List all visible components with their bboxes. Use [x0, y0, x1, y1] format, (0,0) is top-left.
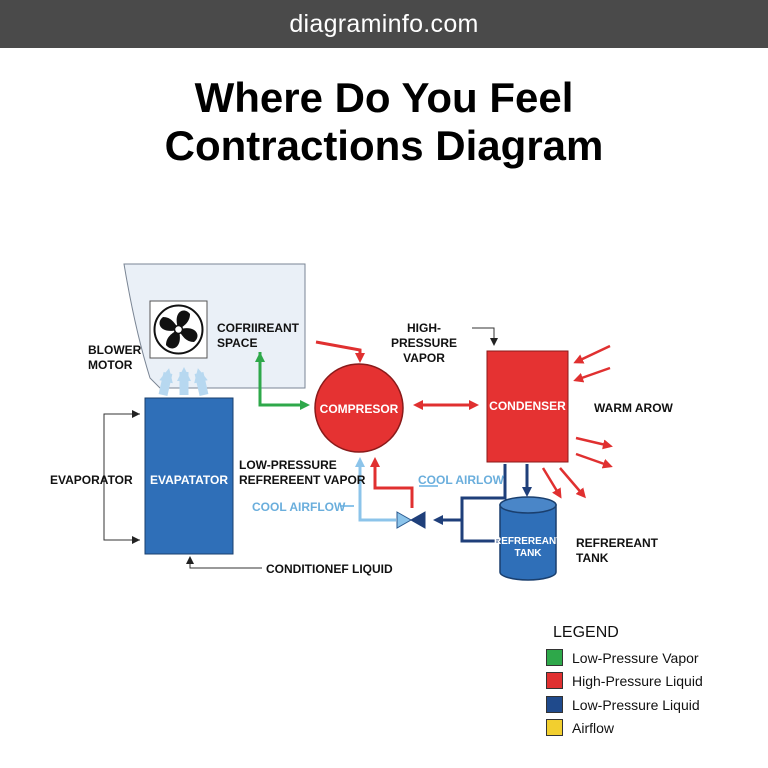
page-title: Where Do You Feel Contractions Diagram: [0, 74, 768, 170]
fan-icon: [149, 300, 208, 359]
red-arrow-top: [315, 340, 365, 363]
legend-swatch: [546, 696, 563, 713]
legend-item: High-Pressure Liquid: [546, 672, 703, 689]
legend-label: Low-Pressure Liquid: [572, 696, 700, 713]
site-name[interactable]: diagraminfo.com: [289, 9, 479, 38]
red-return-line: [373, 464, 414, 508]
title-line-1: Where Do You Feel: [194, 74, 574, 121]
green-line: [258, 352, 310, 410]
warm-arrow-label: WARM AROW: [594, 401, 673, 415]
conditioned-liquid-label: CONDITIONEF LIQUID: [266, 562, 393, 576]
light-blue-line: [358, 466, 396, 522]
title-line-2: Contractions Diagram: [164, 122, 604, 169]
legend-label: Low-Pressure Vapor: [572, 649, 699, 666]
legend-item: Low-Pressure Liquid: [546, 696, 700, 713]
legend-swatch: [546, 719, 563, 736]
legend-title: LEGEND: [553, 624, 619, 641]
cool-airflow-left-label: COOL AIRFLOW: [252, 500, 346, 514]
legend-swatch: [546, 649, 563, 666]
conditioned-liquid-pointer: [186, 556, 262, 569]
legend-swatch: [546, 672, 563, 689]
navy-line-expansion: [460, 464, 507, 543]
site-header: diagraminfo.com: [0, 0, 768, 48]
legend-item: Airflow: [546, 719, 614, 736]
evaporator-box: [144, 397, 234, 555]
legend-label: Airflow: [572, 719, 615, 736]
airflow-up-arrows: [158, 367, 209, 396]
legend-label: High-Pressure Liquid: [572, 672, 703, 689]
hp-vapor-pointer: [472, 327, 498, 346]
legend-item: Low-Pressure Vapor: [546, 649, 699, 666]
cool-airflow-right-label: COOL AIRLOW: [418, 473, 504, 487]
evaporator-outer-label: EVAPORATOR: [50, 473, 133, 487]
warm-arrows: [541, 344, 613, 499]
refrigerant-tank: [499, 496, 557, 581]
condenser-label: CONDENSER: [489, 399, 566, 413]
expansion-valve-icon: [396, 511, 426, 529]
condenser-box: [486, 350, 569, 463]
compressor-circle: [314, 363, 404, 453]
evaporator-inner-label: EVAPATATOR: [150, 473, 228, 487]
compressor-label: COMPRESOR: [319, 402, 399, 416]
